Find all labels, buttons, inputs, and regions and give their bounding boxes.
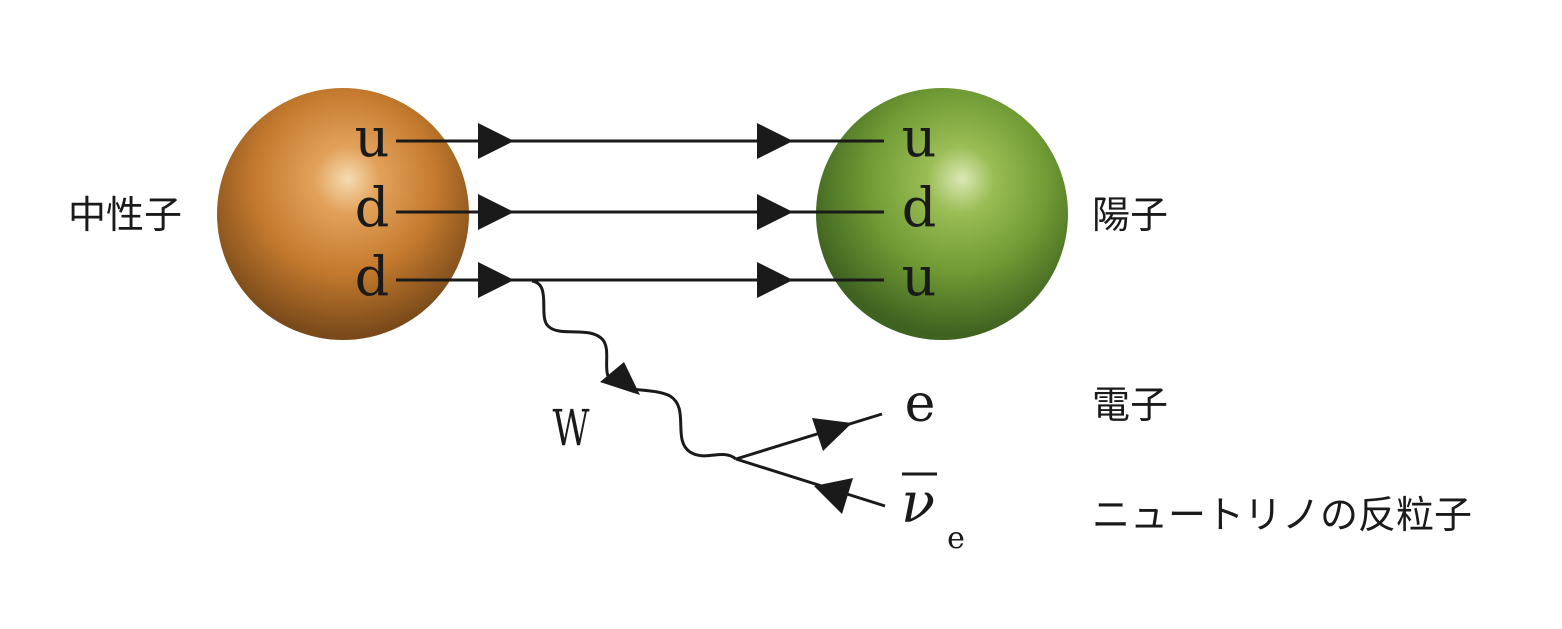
neutron-sphere <box>217 88 469 340</box>
antineutrino-symbol: ν <box>901 471 935 536</box>
neutron-quark-3: d <box>355 245 390 308</box>
quark-lines <box>396 139 884 282</box>
antineutrino-subscript: e <box>947 521 965 556</box>
w-boson-arrow-head <box>600 362 640 395</box>
w-boson-label: W <box>553 400 590 457</box>
quark-arrows <box>478 123 793 298</box>
neutron-label: 中性子 <box>68 193 182 237</box>
proton-quark-3: u <box>902 245 937 308</box>
neutron-quark-1: u <box>355 106 390 169</box>
proton-sphere <box>816 88 1068 340</box>
neutron-quark-2: d <box>355 176 390 239</box>
electron-symbol: e <box>905 374 936 434</box>
electron-line <box>735 412 883 461</box>
lepton-lines <box>735 412 886 508</box>
arrow-head <box>757 194 793 230</box>
arrow-head <box>757 123 793 159</box>
arrow-head <box>478 194 514 230</box>
antineutrino-arrow-head <box>814 478 853 514</box>
arrow-head <box>478 123 514 159</box>
antineutrino-label: ニュートリノの反粒子 <box>1092 493 1472 537</box>
proton-quark-1: u <box>902 106 937 169</box>
arrow-head <box>757 262 793 298</box>
arrow-head <box>478 262 514 298</box>
proton-quark-2: d <box>902 176 937 239</box>
electron-label: 電子 <box>1092 383 1168 427</box>
proton-label: 陽子 <box>1092 193 1168 237</box>
electron-arrow-head <box>812 418 852 451</box>
antineutrino-line <box>735 457 886 508</box>
